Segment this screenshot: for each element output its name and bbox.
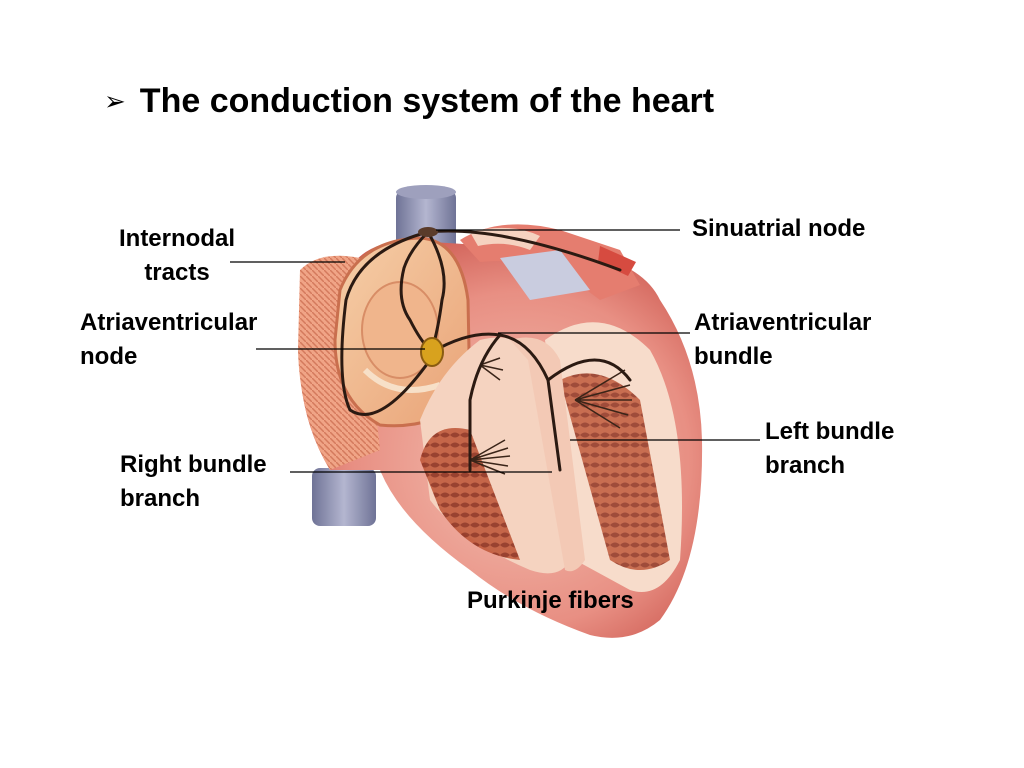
- right-ventricle: [420, 337, 570, 574]
- leader-lines: [230, 229, 760, 473]
- conduction-pathway: [340, 229, 632, 472]
- title-text: The conduction system of the heart: [139, 81, 715, 120]
- label-av-node: Atriaventricular node: [80, 309, 258, 370]
- sinoatrial-node: [418, 227, 438, 237]
- label-left-bundle-branch: Left bundle branch: [765, 418, 895, 479]
- atrioventricular-node: [420, 337, 444, 367]
- inferior-vena-cava: [312, 468, 376, 526]
- right-atrium: [333, 236, 472, 428]
- label-right-bundle-branch: Right bundle branch: [120, 451, 267, 512]
- chordae-tendineae: [469, 357, 632, 475]
- slide-title: ➢ The conduction system of the heart: [104, 78, 714, 124]
- label-av-bundle: Atriaventricular bundle: [694, 309, 872, 370]
- label-sinuatrial-node: Sinuatrial node: [692, 215, 866, 242]
- arrow-bullet-icon: ➢: [104, 85, 126, 116]
- label-purkinje-fibers: Purkinje fibers: [467, 587, 634, 614]
- interventricular-septum: [510, 337, 585, 572]
- label-internodal-tracts: Internodal tracts: [118, 225, 235, 286]
